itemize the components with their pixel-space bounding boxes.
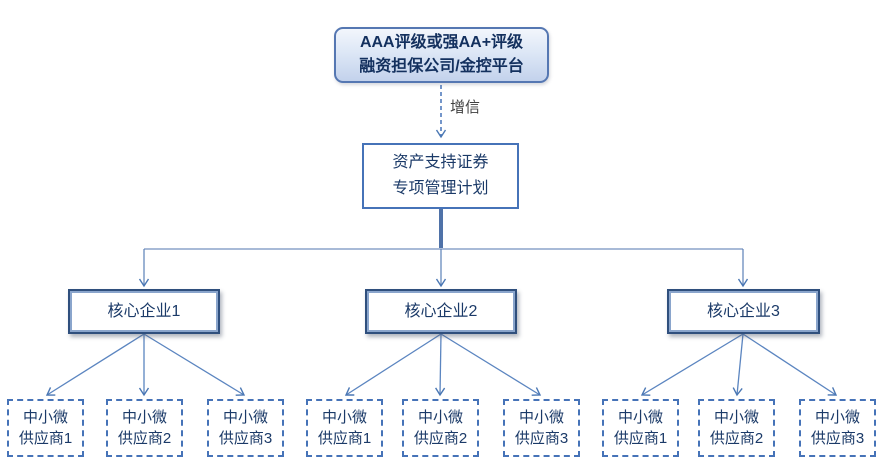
- supplier-node-3-1: 中小微 供应商1: [602, 399, 679, 457]
- core-enterprise-2-label: 核心企业2: [404, 302, 478, 320]
- supplier-3-1-line2: 供应商1: [613, 430, 668, 447]
- guarantor-line1: AAA评级或强AA+评级: [359, 34, 524, 51]
- supplier-1-2-line2: 供应商2: [117, 430, 172, 447]
- abs-plan-node: 资产支持证券 专项管理计划: [362, 143, 519, 209]
- core-enterprise-3-node: 核心企业3: [667, 289, 820, 334]
- arrow-core2-supplier1: [344, 333, 442, 396]
- supplier-node-2-1: 中小微 供应商1: [306, 399, 383, 457]
- supplier-3-2-line1: 中小微: [713, 409, 759, 426]
- supplier-1-2-line1: 中小微: [121, 409, 167, 426]
- arrow-core3-supplier2: [732, 333, 744, 397]
- supplier-1-1-line1: 中小微: [22, 409, 68, 426]
- core-enterprise-3-label: 核心企业3: [707, 302, 780, 320]
- supplier-node-1-2: 中小微 供应商2: [106, 399, 183, 457]
- arrow-core3-supplier3: [742, 333, 838, 396]
- arrow-core2-supplier2: [435, 333, 446, 397]
- guarantor-line2: 融资担保公司/金控平台: [359, 58, 524, 75]
- supplier-1-3-line2: 供应商3: [218, 430, 273, 447]
- core-enterprise-1-label: 核心企业1: [107, 302, 181, 320]
- arrow-core1-supplier1: [45, 333, 145, 396]
- supplier-2-2-line1: 中小微: [417, 409, 463, 426]
- supplier-1-3-line1: 中小微: [222, 409, 268, 426]
- core-enterprise-2-node: 核心企业2: [365, 289, 517, 334]
- supplier-3-3-line2: 供应商3: [810, 430, 865, 447]
- arrow-core2-supplier3: [440, 333, 542, 396]
- supplier-3-1-line1: 中小微: [617, 409, 663, 426]
- supplier-node-3-3: 中小微 供应商3: [799, 399, 876, 457]
- supplier-2-2-line2: 供应商2: [413, 430, 468, 447]
- supplier-2-1-line1: 中小微: [321, 409, 367, 426]
- arrow-core1-supplier3: [143, 333, 246, 396]
- arrow-core3-supplier1: [640, 333, 744, 396]
- abs-plan-line2: 专项管理计划: [392, 180, 489, 197]
- supplier-2-1-line2: 供应商1: [317, 430, 372, 447]
- supplier-2-3-line1: 中小微: [518, 409, 564, 426]
- credit-enhancement-label: 增信: [450, 99, 481, 116]
- core-enterprise-1-node: 核心企业1: [68, 289, 220, 334]
- supplier-node-2-2: 中小微 供应商2: [402, 399, 479, 457]
- supplier-3-3-line1: 中小微: [814, 409, 860, 426]
- supplier-node-1-3: 中小微 供应商3: [207, 399, 284, 457]
- abs-plan-line1: 资产支持证券: [392, 154, 489, 171]
- supplier-2-3-line2: 供应商3: [514, 430, 569, 447]
- guarantor-node: AAA评级或强AA+评级 融资担保公司/金控平台: [334, 27, 549, 83]
- supplier-3-2-line2: 供应商2: [709, 430, 764, 447]
- supplier-1-1-line2: 供应商1: [18, 430, 73, 447]
- supplier-node-1-1: 中小微 供应商1: [7, 399, 84, 457]
- supplier-node-2-3: 中小微 供应商3: [503, 399, 580, 457]
- supplier-node-3-2: 中小微 供应商2: [698, 399, 775, 457]
